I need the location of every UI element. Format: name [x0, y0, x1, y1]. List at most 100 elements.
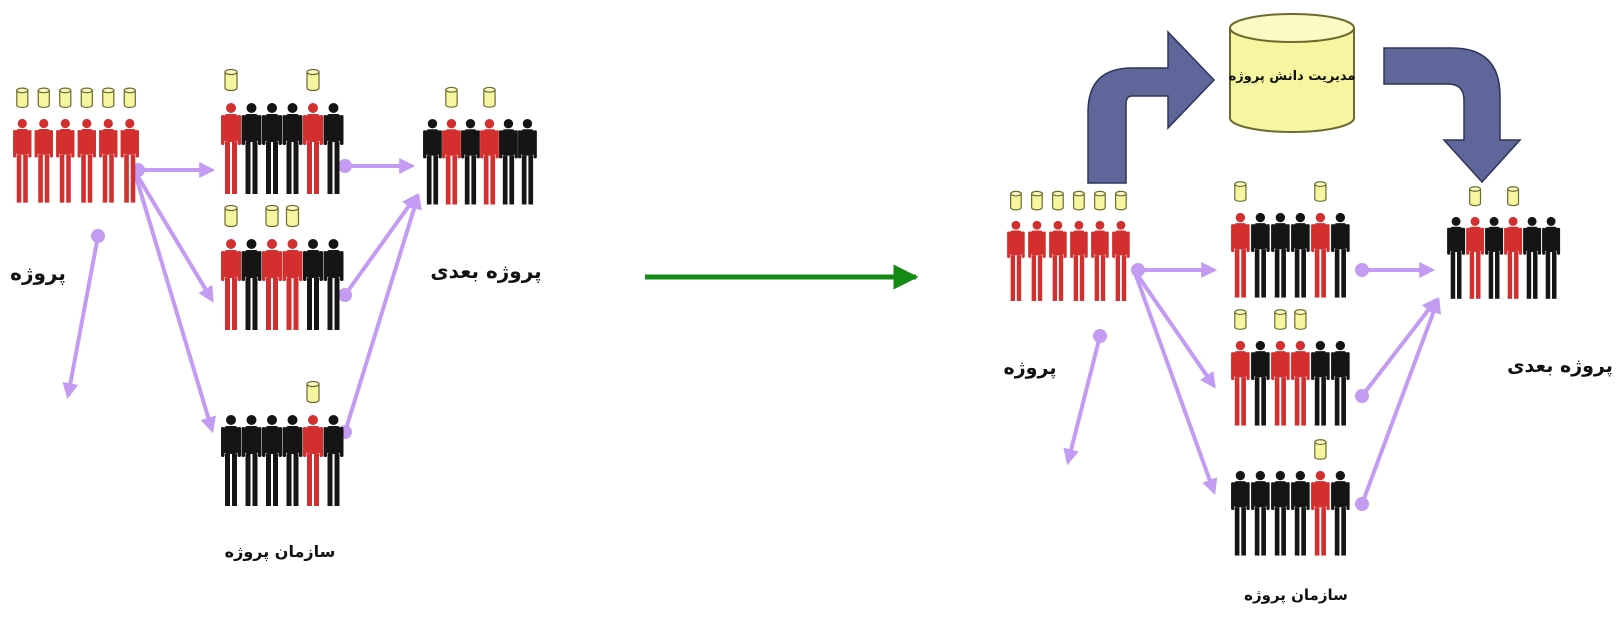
person-icon: [1447, 216, 1466, 299]
person-icon: [1542, 216, 1561, 299]
project-group: [13, 87, 139, 203]
document-cylinder-icon: [123, 87, 136, 108]
arrow-origin-dot: [1093, 329, 1107, 343]
person-icon: [241, 103, 262, 194]
person-icon: [323, 415, 344, 506]
person-icon: [221, 239, 241, 330]
person-icon: [56, 118, 75, 203]
person-icon: [34, 118, 53, 203]
person-icon: [1007, 220, 1025, 301]
person-icon: [1271, 212, 1290, 298]
person-icon: [1291, 340, 1310, 426]
arrow-project-to-team-bottom: [1132, 269, 1218, 496]
person-icon: [323, 103, 344, 194]
person-icon: [1291, 470, 1310, 556]
database-cylinder-body: [1229, 28, 1355, 133]
person-icon: [241, 239, 262, 330]
document-cylinder-icon: [224, 204, 238, 228]
document-cylinder-icon: [306, 380, 320, 404]
person-icon: [1231, 470, 1250, 556]
label-project-organization: سازمان پروژه: [225, 542, 336, 562]
arrow-project-to-team-middle: [132, 168, 214, 303]
person-icon: [1311, 340, 1330, 426]
person-icon: [13, 118, 32, 203]
document-cylinder-icon: [1234, 181, 1247, 202]
person-icon: [1331, 212, 1350, 298]
document-cylinder-icon: [1274, 309, 1287, 330]
arrow-knowledge-loss: [1063, 335, 1102, 466]
person-icon: [99, 118, 118, 203]
document-cylinder-icon: [1314, 181, 1327, 202]
label-next-project: پروژه بعدی: [1507, 355, 1613, 377]
arrow-origin-dot: [338, 288, 352, 302]
label-project: پروژه: [1004, 357, 1057, 379]
person-icon: [442, 118, 461, 205]
person-icon: [120, 118, 139, 203]
person-icon: [423, 118, 442, 205]
person-icon: [1504, 216, 1523, 299]
team-top: [1231, 181, 1350, 298]
person-icon: [1070, 220, 1088, 301]
left-panel-before: پروژه پروژه بعدی سازمان پروژه: [10, 68, 542, 562]
document-cylinder-icon: [1052, 190, 1064, 211]
person-icon: [262, 239, 282, 330]
team-middle: [1231, 309, 1350, 426]
person-icon: [499, 118, 518, 205]
person-icon: [1311, 470, 1330, 556]
person-icon: [303, 239, 323, 330]
person-icon: [262, 103, 282, 194]
person-icon: [1466, 216, 1485, 299]
arrow-origin-dot: [338, 159, 352, 173]
person-icon: [1251, 470, 1270, 556]
document-cylinder-icon: [285, 204, 300, 228]
person-icon: [1291, 212, 1310, 298]
document-cylinder-icon: [265, 204, 279, 228]
document-cylinder-icon: [16, 87, 29, 108]
label-project: پروژه: [10, 261, 66, 286]
document-cylinder-icon: [483, 86, 496, 108]
person-icon: [303, 103, 323, 194]
team-middle: [221, 204, 344, 330]
document-cylinder-icon: [1115, 190, 1127, 211]
block-arrow-store-knowledge: [1087, 30, 1216, 184]
person-icon: [1231, 340, 1250, 426]
person-icon: [241, 415, 262, 506]
person-icon: [1523, 216, 1542, 299]
person-icon: [480, 118, 499, 205]
document-cylinder-icon: [445, 86, 458, 108]
knowledge-database: مدیریت دانش پروژه: [1229, 13, 1356, 133]
document-cylinder-icon: [306, 68, 320, 92]
person-icon: [323, 239, 344, 330]
document-cylinder-icon: [1010, 190, 1022, 211]
arrow-team-bottom-to-next: [1360, 297, 1442, 505]
arrow-team-middle-to-next: [1360, 297, 1438, 398]
person-icon: [221, 415, 241, 506]
block-arrow-retrieve-knowledge: [1383, 47, 1522, 184]
person-icon: [1485, 216, 1504, 299]
team-top: [221, 68, 344, 194]
arrow-origin-dot: [1131, 263, 1145, 277]
next-project-group: [423, 86, 537, 205]
document-cylinder-icon: [80, 87, 93, 108]
project-group: [1007, 190, 1130, 301]
knowledge-database-label: مدیریت دانش پروژه: [1229, 69, 1356, 84]
person-icon: [1271, 340, 1290, 426]
right-panel-after: مدیریت دانش پروژه پروژه پروژه بعدی سازما…: [1004, 13, 1613, 605]
person-icon: [1091, 220, 1109, 301]
arrow-origin-dot: [1355, 263, 1369, 277]
document-cylinder-icon: [1073, 190, 1085, 211]
document-cylinder-icon: [1031, 190, 1043, 211]
document-cylinder-icon: [224, 68, 238, 92]
document-cylinder-icon: [1234, 309, 1247, 330]
label-project-organization: سازمان پروژه: [1244, 586, 1348, 605]
person-icon: [262, 415, 282, 506]
arrow-team-bottom-to-next: [343, 192, 422, 433]
team-bottom: [1231, 439, 1350, 556]
document-cylinder-icon: [59, 87, 72, 108]
person-icon: [282, 239, 303, 330]
label-next-project: پروژه بعدی: [430, 259, 541, 284]
person-icon: [77, 118, 96, 203]
database-cylinder-top: [1229, 13, 1355, 43]
person-icon: [282, 415, 303, 506]
document-cylinder-icon: [37, 87, 50, 108]
